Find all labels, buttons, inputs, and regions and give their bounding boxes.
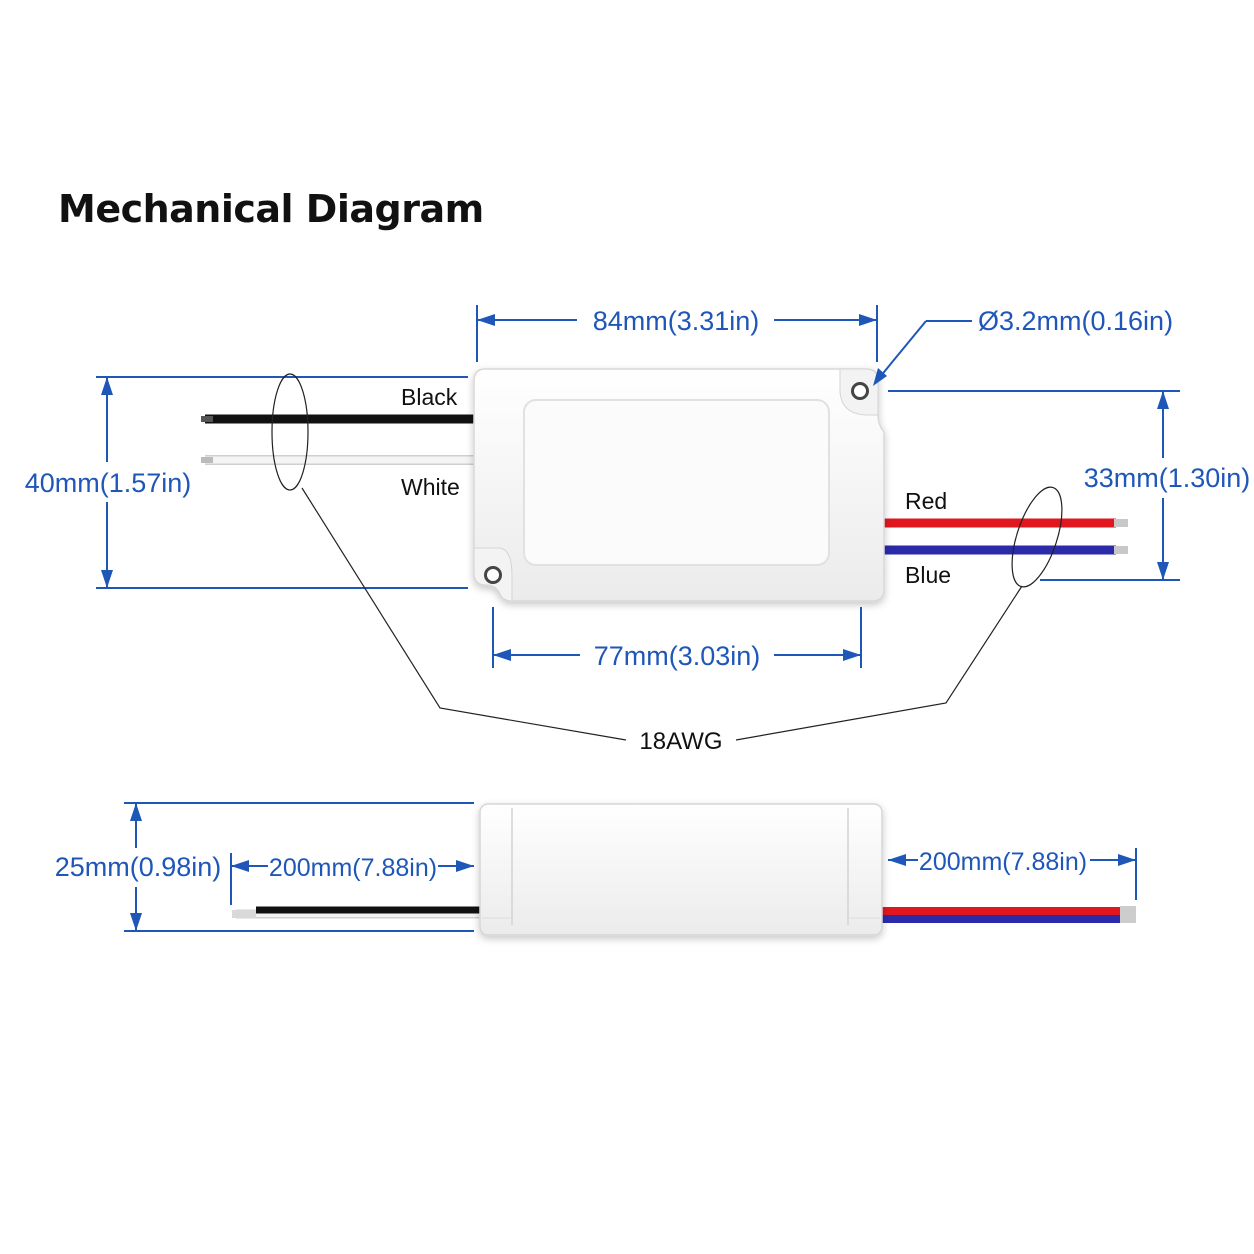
black-wire-tip [201, 416, 213, 422]
side-input-wires [232, 906, 480, 919]
wire-gauge-callout: 18AWG [271, 373, 1063, 755]
housing-side-body [479, 803, 883, 936]
input-wire-length-label: 200mm(7.88in) [269, 854, 437, 882]
output-wires [878, 518, 1128, 555]
hole-spacing-vertical-label: 33mm(1.30in) [1084, 463, 1251, 493]
hole-spacing-horizontal-label: 77mm(3.03in) [594, 641, 761, 671]
mounting-hole-top-right [851, 382, 869, 400]
dimension-thickness-25mm: 25mm(0.98in) [55, 802, 474, 932]
housing-top [473, 368, 885, 602]
side-wire-tips [1120, 906, 1136, 923]
hole-diameter-label: Ø3.2mm(0.16in) [978, 306, 1173, 336]
white-wire-label: White [401, 474, 460, 500]
red-wire-tip [1114, 519, 1128, 527]
white-wire-tip [201, 457, 213, 463]
label-panel [523, 399, 830, 566]
side-output-wires [882, 906, 1136, 923]
dimension-hole-spacing-77mm: 77mm(3.03in) [492, 607, 862, 671]
dimension-length-84mm: 84mm(3.31in) [476, 305, 878, 362]
wire-gauge-label: 18AWG [639, 728, 722, 755]
thickness-label: 25mm(0.98in) [55, 852, 222, 882]
length-label: 84mm(3.31in) [593, 306, 760, 336]
black-wire-label: Black [401, 384, 458, 410]
output-wire-length-label: 200mm(7.88in) [919, 848, 1087, 876]
right-wire-bundle-ellipse [1011, 486, 1063, 588]
top-view: Black White Red Blue 84mm(3.31in) Ø3.2mm… [25, 305, 1251, 755]
side-white-wire-tip [232, 910, 256, 918]
dimension-input-wire-length: 200mm(7.88in) [230, 853, 474, 905]
dimension-hole-diameter: Ø3.2mm(0.16in) [873, 306, 1173, 386]
blue-wire-label: Blue [905, 562, 951, 588]
housing-side [479, 803, 883, 936]
blue-wire-tip [1114, 546, 1128, 554]
mounting-hole-bottom-left [484, 566, 502, 584]
diagram-title: Mechanical Diagram [58, 187, 484, 231]
height-label: 40mm(1.57in) [25, 468, 192, 498]
side-view: 25mm(0.98in) 200mm(7.88in) 200mm(7.88in) [55, 802, 1137, 936]
red-wire-label: Red [905, 488, 947, 514]
left-wire-bundle-ellipse [271, 373, 309, 491]
dimension-height-40mm: 40mm(1.57in) [25, 376, 468, 589]
input-wires [201, 414, 474, 465]
dimension-output-wire-length: 200mm(7.88in) [888, 848, 1137, 900]
dimension-hole-spacing-33mm: 33mm(1.30in) [888, 390, 1251, 581]
